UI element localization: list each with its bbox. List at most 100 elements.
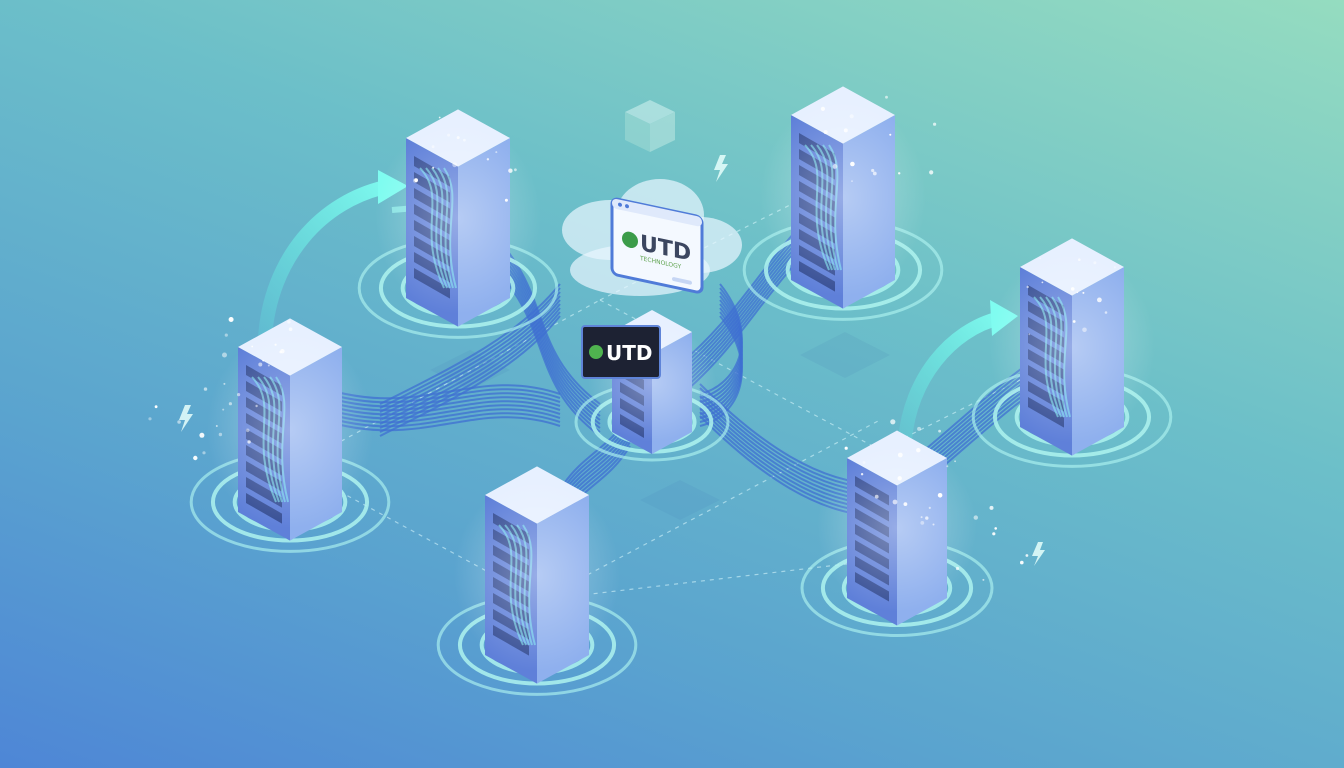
sparkle-dot — [215, 425, 218, 427]
server-rack-icon — [206, 318, 374, 541]
sparkle-dot — [920, 521, 925, 525]
sparkle-dot — [925, 516, 929, 520]
sparkle-dot — [890, 419, 896, 425]
sparkle-dot — [844, 446, 848, 450]
server-rack-icon — [759, 86, 927, 309]
sparkle-dot — [851, 180, 853, 182]
cable-line — [699, 303, 743, 415]
sparkle-dot — [280, 349, 285, 354]
sparkle-dot — [267, 364, 270, 367]
sparkle-dot — [889, 133, 892, 136]
rack-glow — [759, 98, 927, 297]
sparkle-dot — [202, 451, 206, 455]
sparkle-dot — [193, 455, 198, 461]
logo-leaf-icon — [589, 345, 603, 359]
sparkle-dot — [228, 317, 234, 322]
sparkle-dot — [456, 136, 460, 140]
sparkle-dot — [1028, 333, 1031, 336]
rack-glow — [817, 444, 977, 612]
sparkle-dot — [255, 404, 258, 408]
sparkle-dot — [1104, 311, 1108, 314]
sparkle-dot — [992, 532, 996, 536]
sparkle-dot — [288, 327, 293, 332]
cable-line — [379, 311, 561, 433]
cable-line — [379, 287, 561, 409]
sparkle-dot — [148, 417, 152, 421]
sparkle-dot — [222, 408, 225, 411]
sparkle-dot — [954, 460, 956, 463]
sparkle-dot — [228, 402, 232, 406]
cable-line — [379, 315, 561, 437]
center-logo-badge: UTD — [581, 325, 661, 379]
sparkle-dot — [1072, 320, 1076, 323]
sparkle-dot — [431, 145, 435, 149]
sparkle-dot — [447, 133, 451, 137]
sparkle-dot — [973, 515, 978, 520]
sparkle-dot — [955, 566, 960, 571]
sparkle-dot — [154, 405, 158, 409]
sparkle-dot — [452, 162, 458, 168]
sparkle-dot — [218, 432, 223, 437]
sparkle-dot — [1070, 287, 1075, 291]
sparkle-dot — [820, 106, 826, 111]
sparkle-dot — [274, 343, 277, 346]
servers — [206, 86, 1156, 684]
sparkle-dot — [1082, 327, 1087, 333]
lightning-icon — [714, 155, 728, 182]
sparkle-dot — [917, 426, 922, 431]
rack-glow — [374, 122, 542, 314]
sparkle-dot — [438, 116, 441, 119]
sparkle-dot — [432, 166, 435, 169]
sparkle-dot — [898, 172, 901, 175]
sparkle-dot — [1020, 560, 1024, 565]
lightning-icon — [179, 405, 193, 432]
sparkle-dot — [989, 505, 994, 510]
sparkle-dot — [916, 448, 921, 453]
sparkle-dot — [1076, 291, 1079, 294]
sparkle-dot — [938, 429, 941, 433]
sparkle-dot — [885, 95, 888, 99]
cable-line — [379, 299, 561, 421]
sparkle-dot — [495, 151, 498, 154]
sparkle-dot — [892, 499, 898, 505]
server-rack-icon — [374, 109, 542, 327]
sparkle-dot — [982, 578, 985, 581]
sparkle-dot — [946, 465, 949, 468]
cable-line — [699, 299, 743, 411]
server-rack-icon — [988, 238, 1156, 456]
sparkle-dot — [177, 420, 181, 424]
sparkle-dot — [463, 138, 466, 142]
sparkle-dot — [1025, 554, 1029, 557]
sparkle-dot — [224, 333, 228, 337]
cable-line — [699, 307, 743, 419]
sparkle-dot — [1026, 285, 1029, 289]
server-rack-icon — [453, 466, 621, 684]
logo-leaf-icon — [622, 231, 638, 249]
sparkle-dot — [823, 130, 828, 135]
sparkle-dot — [1113, 266, 1116, 269]
cable-line — [379, 303, 561, 425]
sparkle-dot — [871, 168, 875, 173]
sparkle-dot — [508, 168, 513, 173]
cable-line — [699, 311, 743, 423]
sparkle-dot — [262, 359, 265, 362]
sparkle-dot — [850, 161, 855, 167]
sparkle-dot — [874, 494, 879, 499]
sparkle-dot — [933, 122, 937, 126]
sparkles — [148, 95, 1116, 581]
sparkle-dot — [897, 452, 903, 458]
sparkle-dot — [1039, 257, 1042, 260]
rack-glow — [453, 479, 621, 671]
cube-icon — [625, 100, 675, 152]
rack-glow — [988, 251, 1156, 443]
sparkle-dot — [832, 164, 838, 169]
lightning-icon — [1032, 542, 1045, 566]
sparkle-dot — [860, 473, 864, 476]
sparkle-dot — [223, 382, 226, 385]
sparkle-dot — [1097, 297, 1102, 303]
sparkle-dot — [903, 502, 908, 506]
sparkle-dot — [872, 171, 877, 176]
sparkle-dot — [937, 493, 943, 498]
sparkle-dot — [251, 345, 254, 348]
